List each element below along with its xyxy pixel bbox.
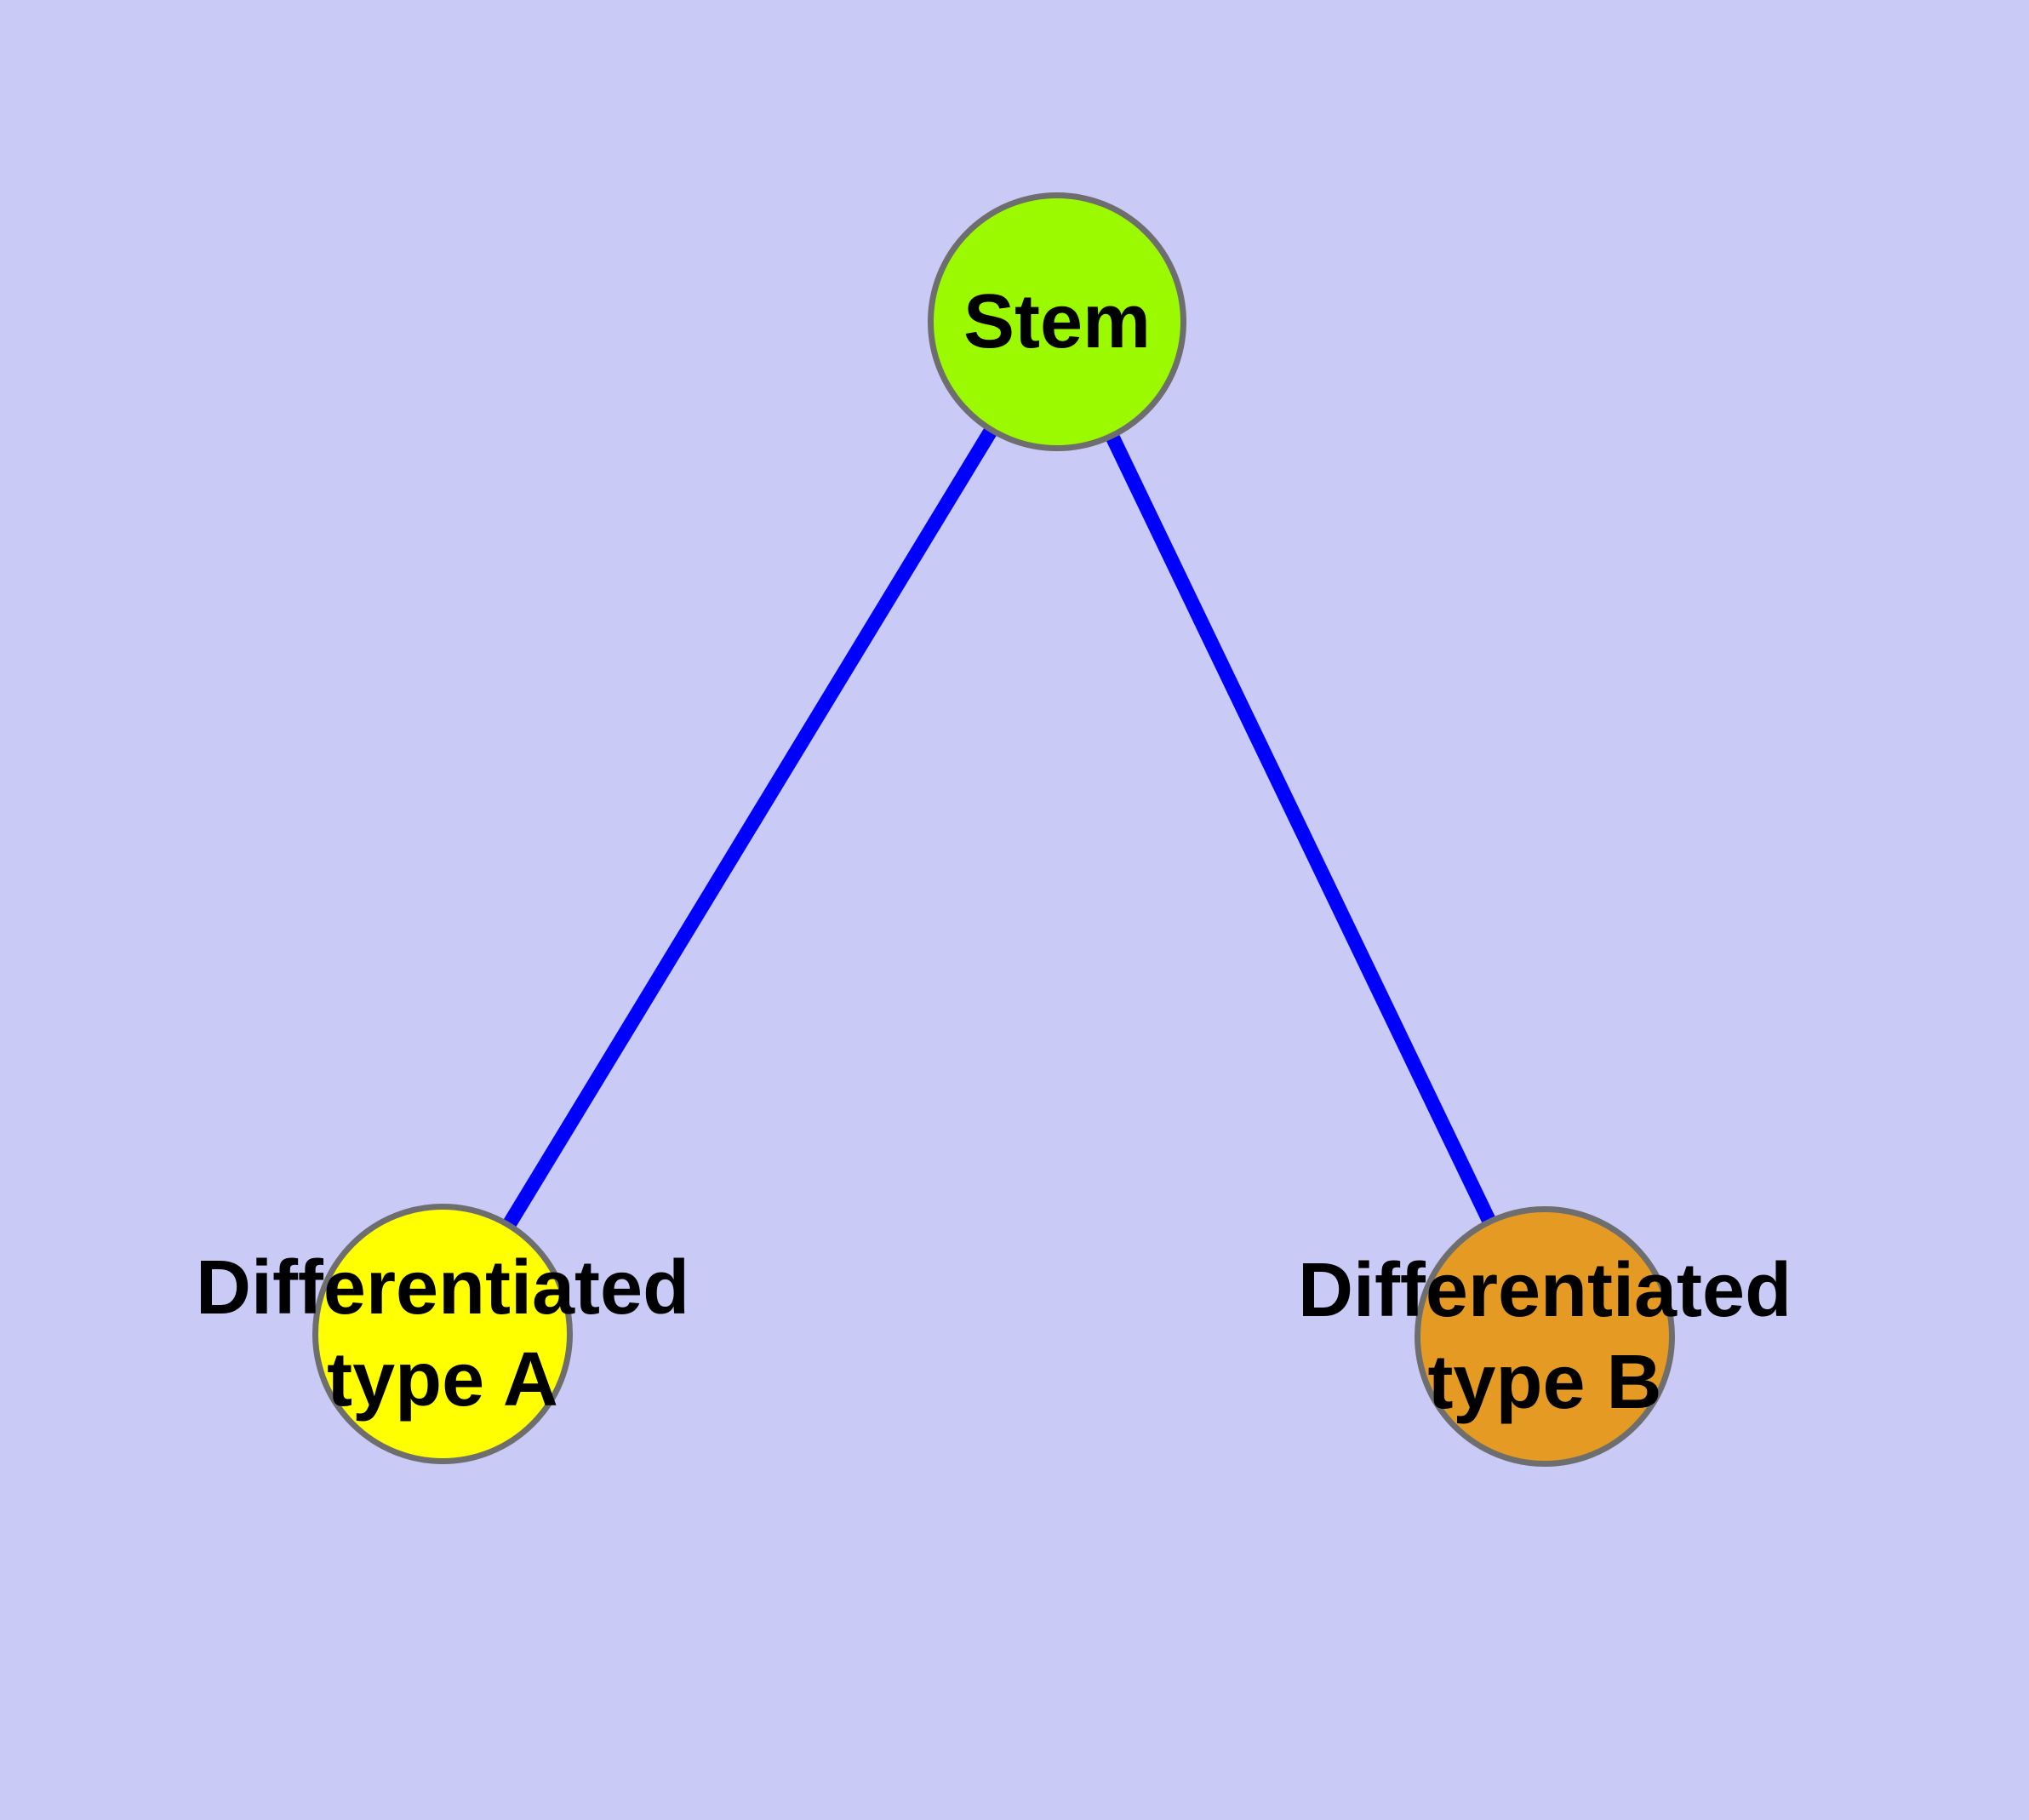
node-stem-label: Stem: [963, 279, 1152, 364]
edge-stem-to-type-b: [1050, 318, 1552, 1340]
node-stem: Stem: [928, 192, 1186, 451]
node-differentiated-type-b: Differentiated type B: [1298, 1206, 1792, 1467]
node-differentiated-type-b-label: Differentiated type B: [1297, 1248, 1792, 1425]
node-differentiated-type-a: Differentiated type A: [196, 1204, 689, 1464]
edge-stem-to-type-a: [436, 318, 1064, 1338]
node-differentiated-type-a-label: Differentiated type A: [195, 1245, 690, 1422]
